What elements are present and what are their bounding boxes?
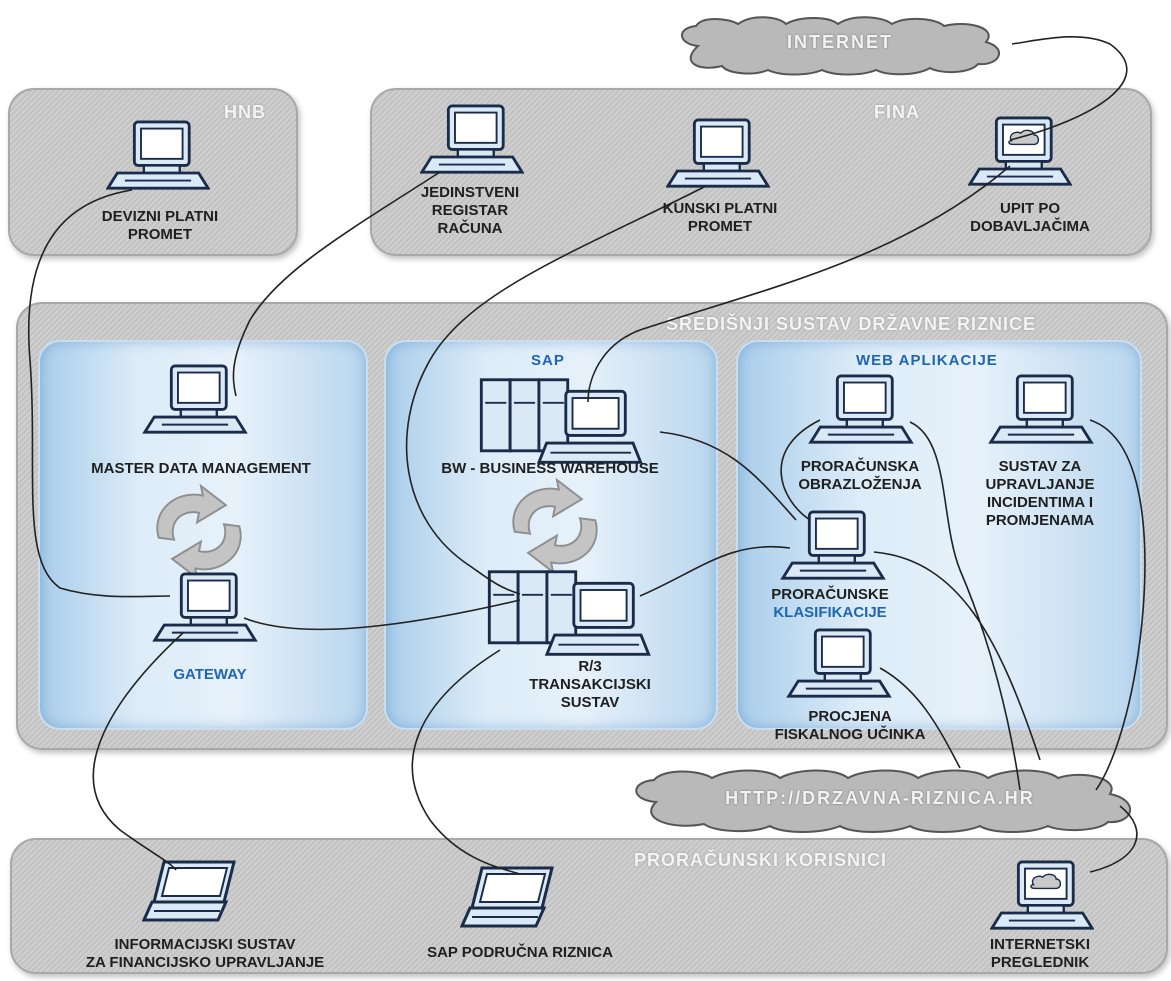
sap-panel-title: SAP (531, 352, 565, 369)
wire-kunski-r3 (405, 185, 707, 595)
wire-devizni-gateway (28, 189, 171, 598)
mdm-label: MASTER DATA MANAGEMENT (91, 460, 311, 477)
upit-label: UPIT PO DOBAVLJAČIMA (970, 200, 1090, 235)
preglednik-label: INTERNETSKI PREGLEDNIK (989, 936, 1090, 971)
internet-cloud-label: INTERNET (787, 32, 893, 52)
internet-cloud (681, 16, 1000, 76)
wire-gateway-isfu (92, 631, 185, 871)
budget-users-group-title: PRORAČUNSKI KORISNICI (634, 850, 888, 870)
portal-cloud (635, 769, 1131, 833)
bw-label: BW - BUSINESS WAREHOUSE (441, 460, 659, 477)
r3-label: R/3 TRANSAKCIJSKI SUSTAV (529, 658, 651, 711)
hnb-group-title: HNB (224, 102, 266, 122)
jrr-label: JEDINSTVENI REGISTAR RAČUNA (420, 184, 520, 237)
wire-gateway-r3 (243, 599, 521, 631)
sap-podrucna-label: SAP PODRUČNA RIZNICA (427, 944, 613, 961)
isfu-label: INFORMACIJSKI SUSTAV ZA FINANCIJSKO UPRA… (85, 936, 325, 971)
wire-r3-klasifikacije (639, 546, 791, 597)
wire-upit-internet (1009, 36, 1128, 141)
devizni-label: DEVIZNI PLATNI PROMET (101, 208, 219, 243)
gateway-label: GATEWAY (173, 666, 247, 683)
wire-incidenti-portal (1089, 419, 1146, 791)
klasifikacije-label-line2: KLASIFIKACIJE (773, 604, 887, 621)
obrazlozenja-label: PRORAČUNSKA OBRAZLOŽENJA (798, 458, 922, 493)
wire-fiskalni-portal (879, 667, 961, 769)
wire-obrazlozenja-loop (780, 419, 821, 521)
central-system-group-title: SREDIŠNJI SUSTAV DRŽAVNE RIZNICE (666, 314, 1037, 334)
wire-bw-klasifikacije (659, 431, 797, 521)
portal-cloud-label: HTTP://DRZAVNA-RIZNICA.HR (725, 788, 1035, 808)
wire-obrazlozenja-portal (909, 421, 1021, 791)
fiskalni-label: PROCJENA FISKALNOG UČINKA (774, 708, 926, 743)
wire-portal-preglednik (1089, 805, 1138, 873)
sap-panel (384, 340, 718, 730)
fina-group-title: FINA (874, 102, 920, 122)
kunski-label: KUNSKI PLATNI PROMET (662, 200, 778, 235)
wire-klasifikacije-portal (873, 551, 1041, 761)
wire-r3-sap-podrucna (411, 649, 521, 875)
web-apps-panel-title: WEB APLIKACIJE (856, 352, 998, 369)
incidenti-label: SUSTAV ZA UPRAVLJANJE INCIDENTIMA I PROM… (985, 458, 1095, 529)
klasifikacije-label-line1: PRORAČUNSKE (771, 586, 889, 603)
wire-upit-bw (587, 165, 1011, 403)
wire-jrr-mdm (232, 171, 441, 397)
